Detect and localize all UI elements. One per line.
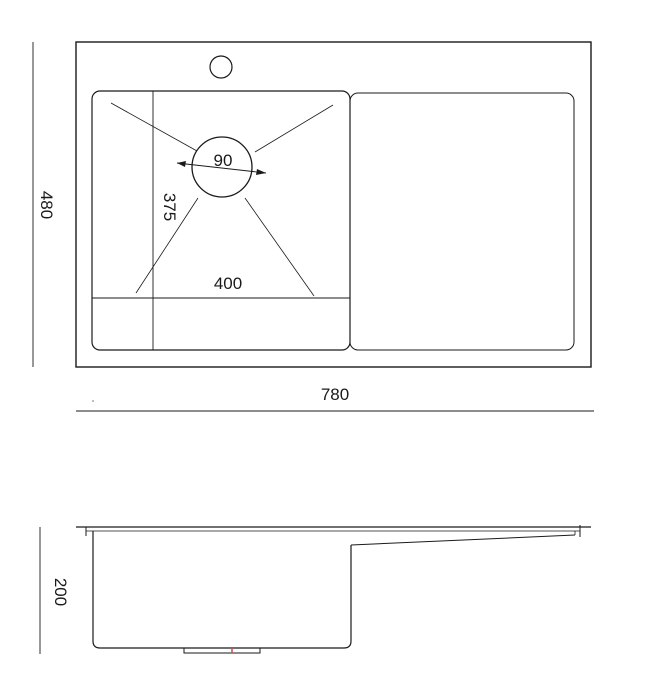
bowl-depth-label: 375 xyxy=(160,193,179,221)
slope-line-top-right xyxy=(254,104,334,153)
faucet-hole xyxy=(209,55,233,79)
stray-dot xyxy=(92,400,94,402)
slope-line-bottom-right xyxy=(244,197,315,297)
side-bowl-profile xyxy=(92,531,352,649)
sink-outer-outline xyxy=(75,41,592,368)
top-view xyxy=(32,41,594,412)
overall-width-label: 780 xyxy=(321,385,349,404)
drain-diameter-line xyxy=(176,162,267,174)
drain-arrow-left xyxy=(177,161,186,167)
overall-depth-label: 480 xyxy=(37,191,56,219)
drainboard-outline xyxy=(349,92,575,351)
drain-arrow-right xyxy=(256,169,266,175)
drain-diameter-label: 90 xyxy=(214,151,233,170)
side-drain-outlet xyxy=(183,647,261,654)
slope-line-bottom-left xyxy=(135,197,199,294)
drain-circle xyxy=(191,136,253,198)
bowl-outline xyxy=(91,90,351,351)
side-height-label: 200 xyxy=(51,578,70,606)
side-view xyxy=(39,525,591,654)
side-drainboard-slope xyxy=(350,534,576,546)
slope-line-top-left xyxy=(110,102,198,152)
bowl-width-label: 400 xyxy=(214,274,242,293)
